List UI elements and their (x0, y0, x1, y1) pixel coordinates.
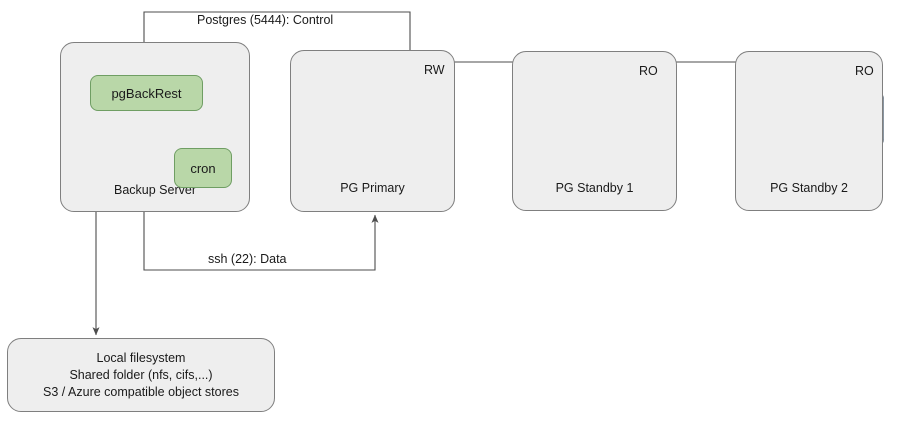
node-pg-primary[interactable]: PG Primary (290, 50, 455, 212)
component-pgbackrest[interactable]: pgBackRest (90, 75, 203, 111)
repository-line-1: Local filesystem (96, 351, 186, 365)
tag-pg-primary-rw: RW (424, 63, 445, 77)
node-pg-standby-1-label: PG Standby 1 (555, 181, 634, 195)
node-pg-standby-2-label: PG Standby 2 (770, 181, 848, 195)
tag-pg-standby-1-ro: RO (639, 64, 658, 78)
component-cron[interactable]: cron (174, 148, 232, 188)
repository-line-2: Shared folder (nfs, cifs,...) (69, 368, 213, 382)
node-pg-standby-1[interactable]: PG Standby 1 (512, 51, 677, 211)
node-backup-repository[interactable]: Local filesystem Shared folder (nfs, cif… (7, 338, 275, 412)
repository-line-3: S3 / Azure compatible object stores (43, 385, 239, 399)
node-backup-server-label: Backup Server (114, 183, 196, 197)
node-pg-standby-2[interactable]: PG Standby 2 (735, 51, 883, 211)
tag-pg-standby-2-ro: RO (855, 64, 874, 78)
node-pg-primary-label: PG Primary (340, 181, 405, 195)
edge-label-control: Postgres (5444): Control (194, 13, 337, 27)
edge-label-data: ssh (22): Data (205, 252, 290, 266)
